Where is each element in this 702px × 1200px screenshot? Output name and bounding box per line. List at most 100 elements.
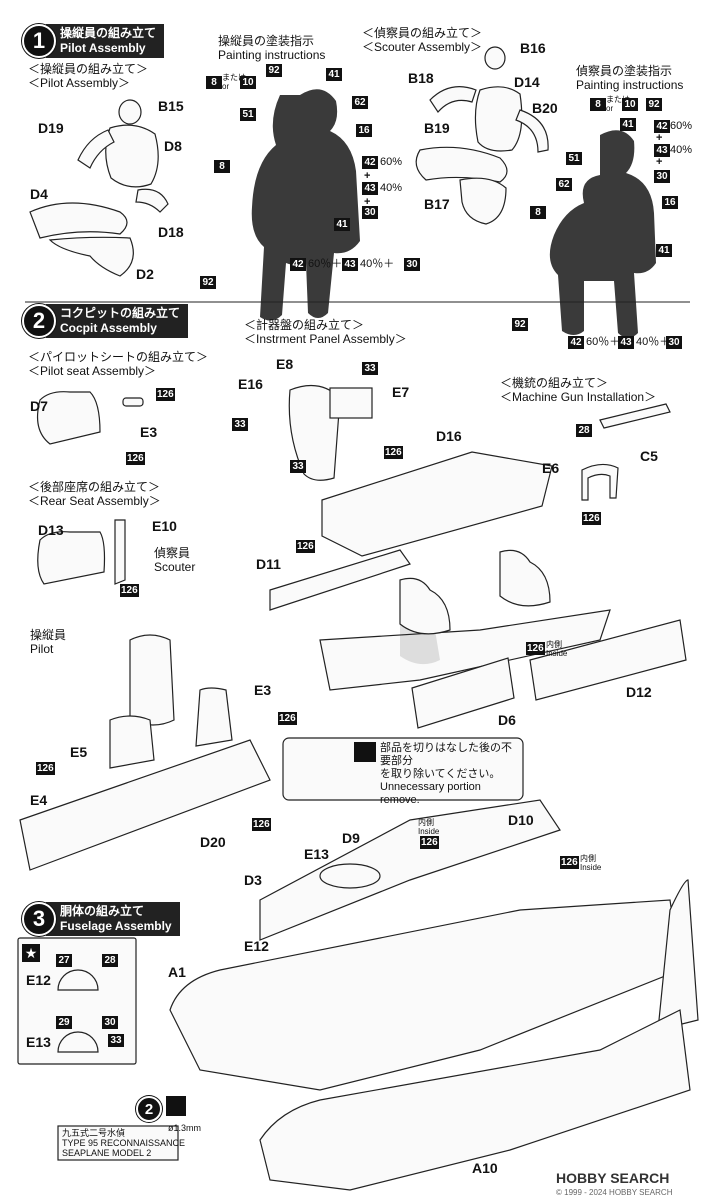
step-3-title-jp: 胴体の組み立て [60,904,145,918]
color-callout: 126 [120,584,139,597]
color-callout: 27 [56,954,72,967]
part-e4: E4 [30,792,48,808]
part-d12: D12 [626,684,652,700]
part-c5: C5 [640,448,658,464]
color-callout: 51 [566,152,582,165]
scouter-sub-label: ＜偵察員の組み立て＞＜Scouter Assembly＞ [362,26,483,54]
part-e10: E10 [152,518,177,534]
part-d14: D14 [514,74,540,90]
step-3-header: 3 胴体の組み立て Fuselage Assembly [22,902,180,936]
color-callout: 43 [342,258,358,271]
step-2-header: 2 コクピットの組み立て Cocpit Assembly [22,304,189,338]
color-callout: 30 [404,258,420,271]
color-callout: 33 [108,1034,124,1047]
watermark-copyright: © 1999 - 2024 HOBBY SEARCH [556,1188,673,1197]
color-callout: 41 [656,244,672,257]
part-d8: D8 [164,138,182,154]
color-callout: 126 [278,712,297,725]
part-e13-decal: E13 [26,1034,51,1050]
part-d3: D3 [244,872,262,888]
drill-size: ø1.3mm [168,1123,202,1133]
cut-note: 部品を切りはなした後の不要部分を取り除いてください。Unnecessary po… [380,742,512,806]
step-2-title-en: Cocpit Assembly [60,321,157,335]
part-d6: D6 [498,712,516,728]
part-e6: E6 [542,460,560,476]
part-e7: E7 [392,384,410,400]
color-callout: 29 [56,1016,72,1029]
color-callout: 41 [620,118,636,131]
step-1-number: 1 [22,24,56,58]
color-callout: 28 [102,954,118,967]
pilot-sub-label: ＜操縦員の組み立て＞＜Pilot Assembly＞ [28,62,149,90]
part-d20: D20 [200,834,226,850]
color-callout: 126 [156,388,175,401]
color-callout: 42 [568,336,584,349]
color-callout: 33 [232,418,248,431]
part-b15: B15 [158,98,184,114]
watermark-brand: HOBBY SEARCH [556,1170,670,1186]
part-e8: E8 [276,356,294,372]
color-callout: 42 [654,120,670,133]
part-d7: D7 [30,398,48,414]
color-callout: 33 [290,460,306,473]
step-1-title-en: Pilot Assembly [60,41,146,55]
color-callout: 126 [252,818,271,831]
seat-sub-label: ＜パイロットシートの組み立て＞＜Pilot seat Assembly＞ [28,350,209,378]
color-callout: 51 [240,108,256,121]
part-d2: D2 [136,266,154,282]
part-d9: D9 [342,830,360,846]
color-callout: 92 [646,98,662,111]
color-callout: 33 [362,362,378,375]
part-e12-decal: E12 [26,972,51,988]
part-d19: D19 [38,120,64,136]
part-e3: E3 [140,424,158,440]
color-callout: 41 [326,68,342,81]
part-b19: B19 [424,120,450,136]
color-callout: 30 [654,170,670,183]
color-callout: 30 [102,1016,118,1029]
step-1-header: 1 操縦員の組み立て Pilot Assembly [22,24,165,58]
panel-sub-label: ＜計器盤の組み立て＞＜Instrment Panel Assembly＞ [244,318,407,346]
color-callout: 42 [290,258,306,271]
color-callout: 43 [618,336,634,349]
part-d16: D16 [436,428,462,444]
part-d4: D4 [30,186,48,202]
part-d10: D10 [508,812,534,828]
part-b18: B18 [408,70,434,86]
color-callout: 30 [666,336,682,349]
color-callout: 42 [362,156,378,169]
color-callout: 126 [126,452,145,465]
color-callout: 30 [362,206,378,219]
color-callout: 126 [296,540,315,553]
part-d13: D13 [38,522,64,538]
part-e5: E5 [70,744,88,760]
part-a10: A10 [472,1160,498,1176]
color-callout: 126 [560,856,579,869]
mg-sub-label: ＜機銃の組み立て＞＜Machine Gun Installation＞ [500,376,657,404]
color-callout: 126 [582,512,601,525]
color-callout: 126 [384,446,403,459]
color-callout: 92 [200,276,216,289]
part-a1: A1 [168,964,186,980]
color-callout: 41 [334,218,350,231]
color-callout: 16 [662,196,678,209]
ref-step-2: 2 [136,1096,162,1122]
part-e3-b: E3 [254,682,272,698]
rear-seat-sub-label: ＜後部座席の組み立て＞＜Rear Seat Assembly＞ [28,480,161,508]
part-e13: E13 [304,846,329,862]
step-1-title-jp: 操縦員の組み立て [60,26,157,40]
color-callout: 62 [556,178,572,191]
part-b16: B16 [520,40,546,56]
cut-icon [354,742,376,762]
color-callout: 126 [36,762,55,775]
color-callout: 8 [214,160,230,173]
color-callout: 10 [240,76,256,89]
star-icon: ★ [22,944,40,962]
